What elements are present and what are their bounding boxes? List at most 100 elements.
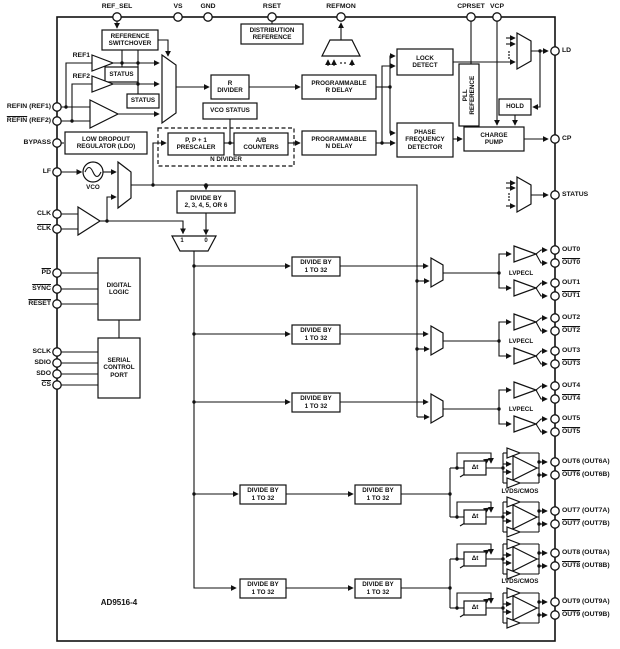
divide-2to6-block	[176, 190, 236, 214]
pin-label-out5b: OUT5	[562, 428, 581, 435]
programmable-r-delay-label: PROGRAMMABLE R DELAY	[311, 79, 367, 94]
programmable-n-delay-label: PROGRAMMABLE N DELAY	[311, 135, 367, 150]
pin-cs	[52, 380, 62, 390]
pin-ld	[550, 46, 560, 56]
status1-label: STATUS	[109, 70, 134, 78]
ab-counters-block	[233, 132, 289, 156]
part-number-label: AD9516-4	[100, 598, 138, 608]
divider-1to32-block	[239, 484, 287, 505]
divider-1to32-block	[291, 392, 341, 413]
pin-label-sdo: SDO	[36, 370, 51, 377]
lvpecl-driver	[513, 313, 538, 331]
lvds-driver-big	[512, 595, 539, 621]
pin-reset	[52, 299, 62, 309]
ref2-amp	[91, 75, 115, 93]
refmon-mux	[321, 39, 361, 57]
pin-out8	[550, 548, 560, 558]
r-divider-label: R DIVIDER	[217, 79, 243, 94]
ldo-block	[64, 131, 148, 155]
refin-diff-amp	[89, 99, 120, 129]
pin-label-out0b: OUT0	[562, 259, 581, 266]
pin-out9	[550, 597, 560, 607]
lvds-driver-small	[506, 496, 522, 508]
status1-block	[104, 66, 139, 83]
pin-label-clkb: CLK	[37, 225, 51, 232]
pin-sdio	[52, 358, 62, 368]
delta-t-label: Δt	[471, 513, 479, 521]
hold-block	[498, 98, 532, 116]
divider-1to32-block	[239, 578, 287, 599]
pll-reference-block	[458, 63, 480, 127]
delta-t-label: Δt	[471, 464, 479, 472]
serial-control-port-block	[97, 337, 141, 399]
pin-out4b	[550, 394, 560, 404]
pin-label-refmon: REFMON	[326, 3, 356, 10]
vco-status-label: VCO STATUS	[210, 107, 250, 115]
r-divider-block	[210, 74, 250, 100]
divider-1to32-label: DIVIDE BY 1 TO 32	[300, 395, 332, 410]
charge-pump-label: CHARGE PUMP	[480, 131, 508, 146]
pin-out0b	[550, 258, 560, 268]
delta-t-block	[463, 460, 487, 476]
pin-clkb	[52, 224, 62, 234]
n-divider-dashed-box	[157, 127, 295, 167]
clk-select-mux	[171, 235, 217, 252]
pin-label-out9b: OUT9 (OUT9B)	[562, 611, 610, 618]
divider-1to32-block	[354, 484, 402, 505]
lvpecl-driver	[513, 347, 538, 365]
lvpecl-driver	[513, 415, 538, 433]
pin-label-out5: OUT5	[562, 415, 581, 422]
pin-refin2	[52, 116, 62, 126]
clk-buffer	[77, 205, 102, 237]
pin-status	[550, 190, 560, 200]
block-rects	[64, 23, 532, 616]
pin-gnd	[203, 12, 213, 22]
pin-out8b	[550, 561, 560, 571]
divider-1to32-label: DIVIDE BY 1 TO 32	[247, 581, 279, 596]
pin-label-status: STATUS	[562, 191, 589, 198]
delta-t-block	[463, 509, 487, 525]
pin-sclk	[52, 347, 62, 357]
pin-out5	[550, 414, 560, 424]
pin-sdo	[52, 369, 62, 379]
pin-sync	[52, 284, 62, 294]
lock-detect-block	[396, 48, 454, 76]
vco-label: VCO	[86, 184, 100, 192]
pin-label-reset: RESET	[28, 300, 51, 307]
pin-label-out9: OUT9 (OUT9A)	[562, 598, 610, 605]
pin-label-sdio: SDIO	[34, 359, 51, 366]
ref1-label: REF1	[72, 52, 90, 59]
divider-1to32-label: DIVIDE BY 1 TO 32	[300, 259, 332, 274]
divider-1to32-block	[291, 324, 341, 345]
lvds-cluster-wires	[456, 452, 548, 624]
pin-refin1	[52, 102, 62, 112]
pin-label-cs: CS	[41, 381, 51, 388]
pin-label-out3b: OUT3	[562, 360, 581, 367]
lvds-driver-big	[512, 455, 539, 481]
lvds-driver-small	[506, 587, 522, 599]
pin-out2	[550, 313, 560, 323]
reference-switchover-label: REFERENCE SWITCHOVER	[108, 32, 152, 47]
lvds-driver-big	[512, 546, 539, 572]
phase-frequency-detector-block	[396, 122, 454, 158]
pin-label-cp: CP	[562, 135, 572, 142]
pin-label-out3: OUT3	[562, 347, 581, 354]
delta-t-block	[463, 600, 487, 616]
pin-label-out2: OUT2	[562, 314, 581, 321]
pin-out9b	[550, 610, 560, 620]
prescaler-block	[167, 132, 225, 156]
vco-status-block	[202, 102, 258, 120]
pin-out7	[550, 506, 560, 516]
pin-label-vs: VS	[173, 3, 183, 10]
pin-label-out4: OUT4	[562, 382, 581, 389]
pin-label-out8: OUT8 (OUT8A)	[562, 549, 610, 556]
delta-t-block	[463, 551, 487, 567]
ref1-amp	[91, 54, 115, 72]
pin-out1	[550, 278, 560, 288]
lvpecl-driver	[513, 245, 538, 263]
pin-out2b	[550, 326, 560, 336]
pin-label-out0: OUT0	[562, 246, 581, 253]
pin-vcp	[492, 12, 502, 22]
pin-label-sync: SYNC	[32, 285, 51, 292]
pin-label-out7b: OUT7 (OUT7B)	[562, 520, 610, 527]
